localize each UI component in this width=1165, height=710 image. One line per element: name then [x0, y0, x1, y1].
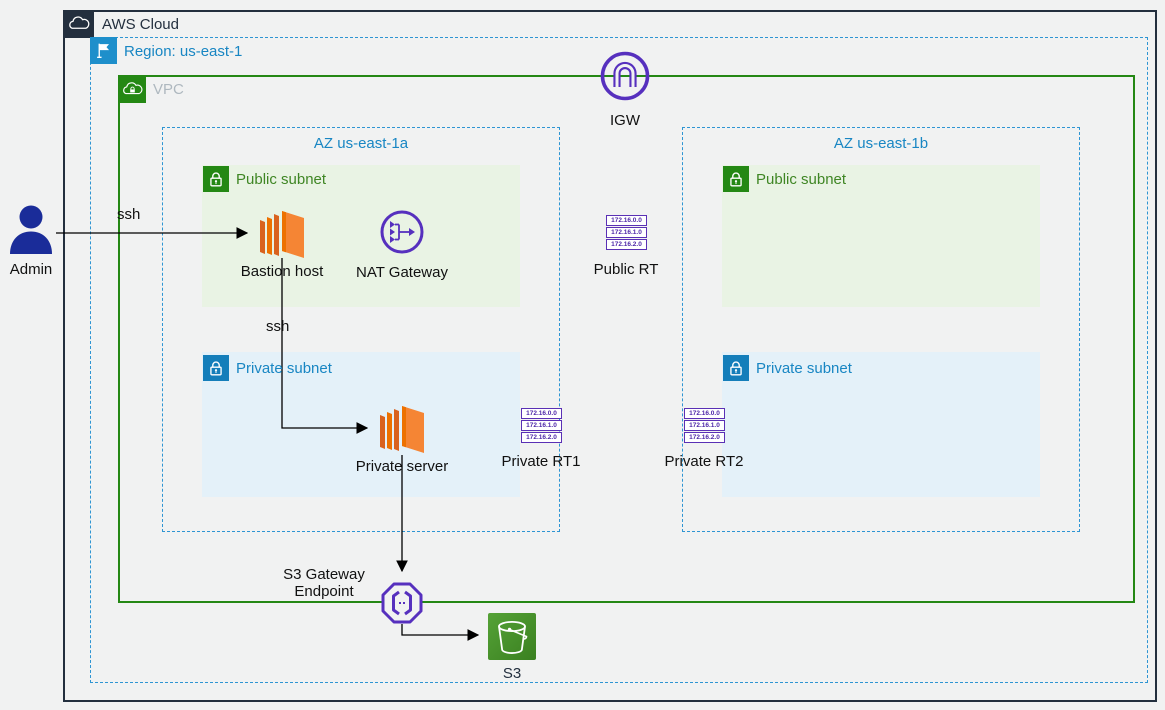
- public-subnet-label-1b: Public subnet: [756, 171, 847, 188]
- s3-bucket-icon: [488, 613, 536, 660]
- public-subnet-icon-1a: [203, 166, 229, 192]
- region-container: [90, 37, 1148, 683]
- bastion-host-label: Bastion host: [240, 263, 324, 280]
- admin-user-icon: [10, 205, 52, 254]
- nat-gateway-label: NAT Gateway: [356, 264, 448, 281]
- private-rt1-label: Private RT1: [501, 453, 581, 470]
- private-rt2-label: Private RT2: [664, 453, 744, 470]
- az2-label: AZ us-east-1b: [833, 135, 929, 152]
- route-entry: 172.16.0.0: [606, 215, 647, 226]
- route-entry: 172.16.1.0: [684, 420, 725, 431]
- region-label: Region: us-east-1: [124, 43, 243, 60]
- az-us-east-1b-container: [682, 127, 1080, 532]
- private-subnet-icon-1a: [203, 355, 229, 381]
- bastion-host-ec2-icon: [260, 211, 304, 258]
- route-entry: 172.16.0.0: [521, 408, 562, 419]
- route-entry: 172.16.1.0: [606, 227, 647, 238]
- s3-endpoint-label: S3 Gateway Endpoint: [268, 566, 380, 600]
- ssh-label-bastion: ssh: [266, 318, 290, 335]
- route-entry: 172.16.2.0: [684, 432, 725, 443]
- s3-label: S3: [502, 665, 522, 682]
- route-entry: 172.16.1.0: [521, 420, 562, 431]
- private-subnet-label-1b: Private subnet: [756, 360, 852, 377]
- vpc-icon: [118, 75, 146, 103]
- region-icon: [90, 37, 117, 64]
- private-server-label: Private server: [355, 458, 449, 475]
- s3-endpoint-label-line1: S3 Gateway: [283, 566, 365, 583]
- az-us-east-1a-container: [162, 127, 560, 532]
- private-subnet-icon-1b: [723, 355, 749, 381]
- route-entry: 172.16.0.0: [684, 408, 725, 419]
- aws-cloud-icon: [63, 10, 94, 38]
- public-subnet-1b: [722, 165, 1040, 307]
- nat-gateway-icon: [380, 210, 424, 254]
- private-subnet-1b: [722, 352, 1040, 497]
- ssh-label-admin: ssh: [117, 206, 141, 223]
- public-subnet-icon-1b: [723, 166, 749, 192]
- vpc-label: VPC: [153, 81, 184, 98]
- igw-label: IGW: [610, 112, 640, 129]
- private-server-ec2-icon: [380, 406, 424, 453]
- public-route-table: 172.16.0.0 172.16.1.0 172.16.2.0: [606, 215, 647, 251]
- admin-label: Admin: [9, 261, 53, 278]
- private-route-table-2: 172.16.0.0 172.16.1.0 172.16.2.0: [684, 408, 725, 444]
- route-entry: 172.16.2.0: [606, 239, 647, 250]
- public-rt-label: Public RT: [593, 261, 659, 278]
- s3-gateway-endpoint-icon: [381, 582, 423, 624]
- private-subnet-label-1a: Private subnet: [236, 360, 332, 377]
- private-route-table-1: 172.16.0.0 172.16.1.0 172.16.2.0: [521, 408, 562, 444]
- aws-cloud-label: AWS Cloud: [102, 16, 179, 33]
- route-entry: 172.16.2.0: [521, 432, 562, 443]
- public-subnet-label-1a: Public subnet: [236, 171, 327, 188]
- vpc-container: [118, 75, 1135, 603]
- internet-gateway-icon: [600, 51, 650, 101]
- az1-label: AZ us-east-1a: [313, 135, 409, 152]
- s3-endpoint-label-line2: Endpoint: [294, 583, 354, 600]
- aws-cloud-container: [63, 10, 1157, 702]
